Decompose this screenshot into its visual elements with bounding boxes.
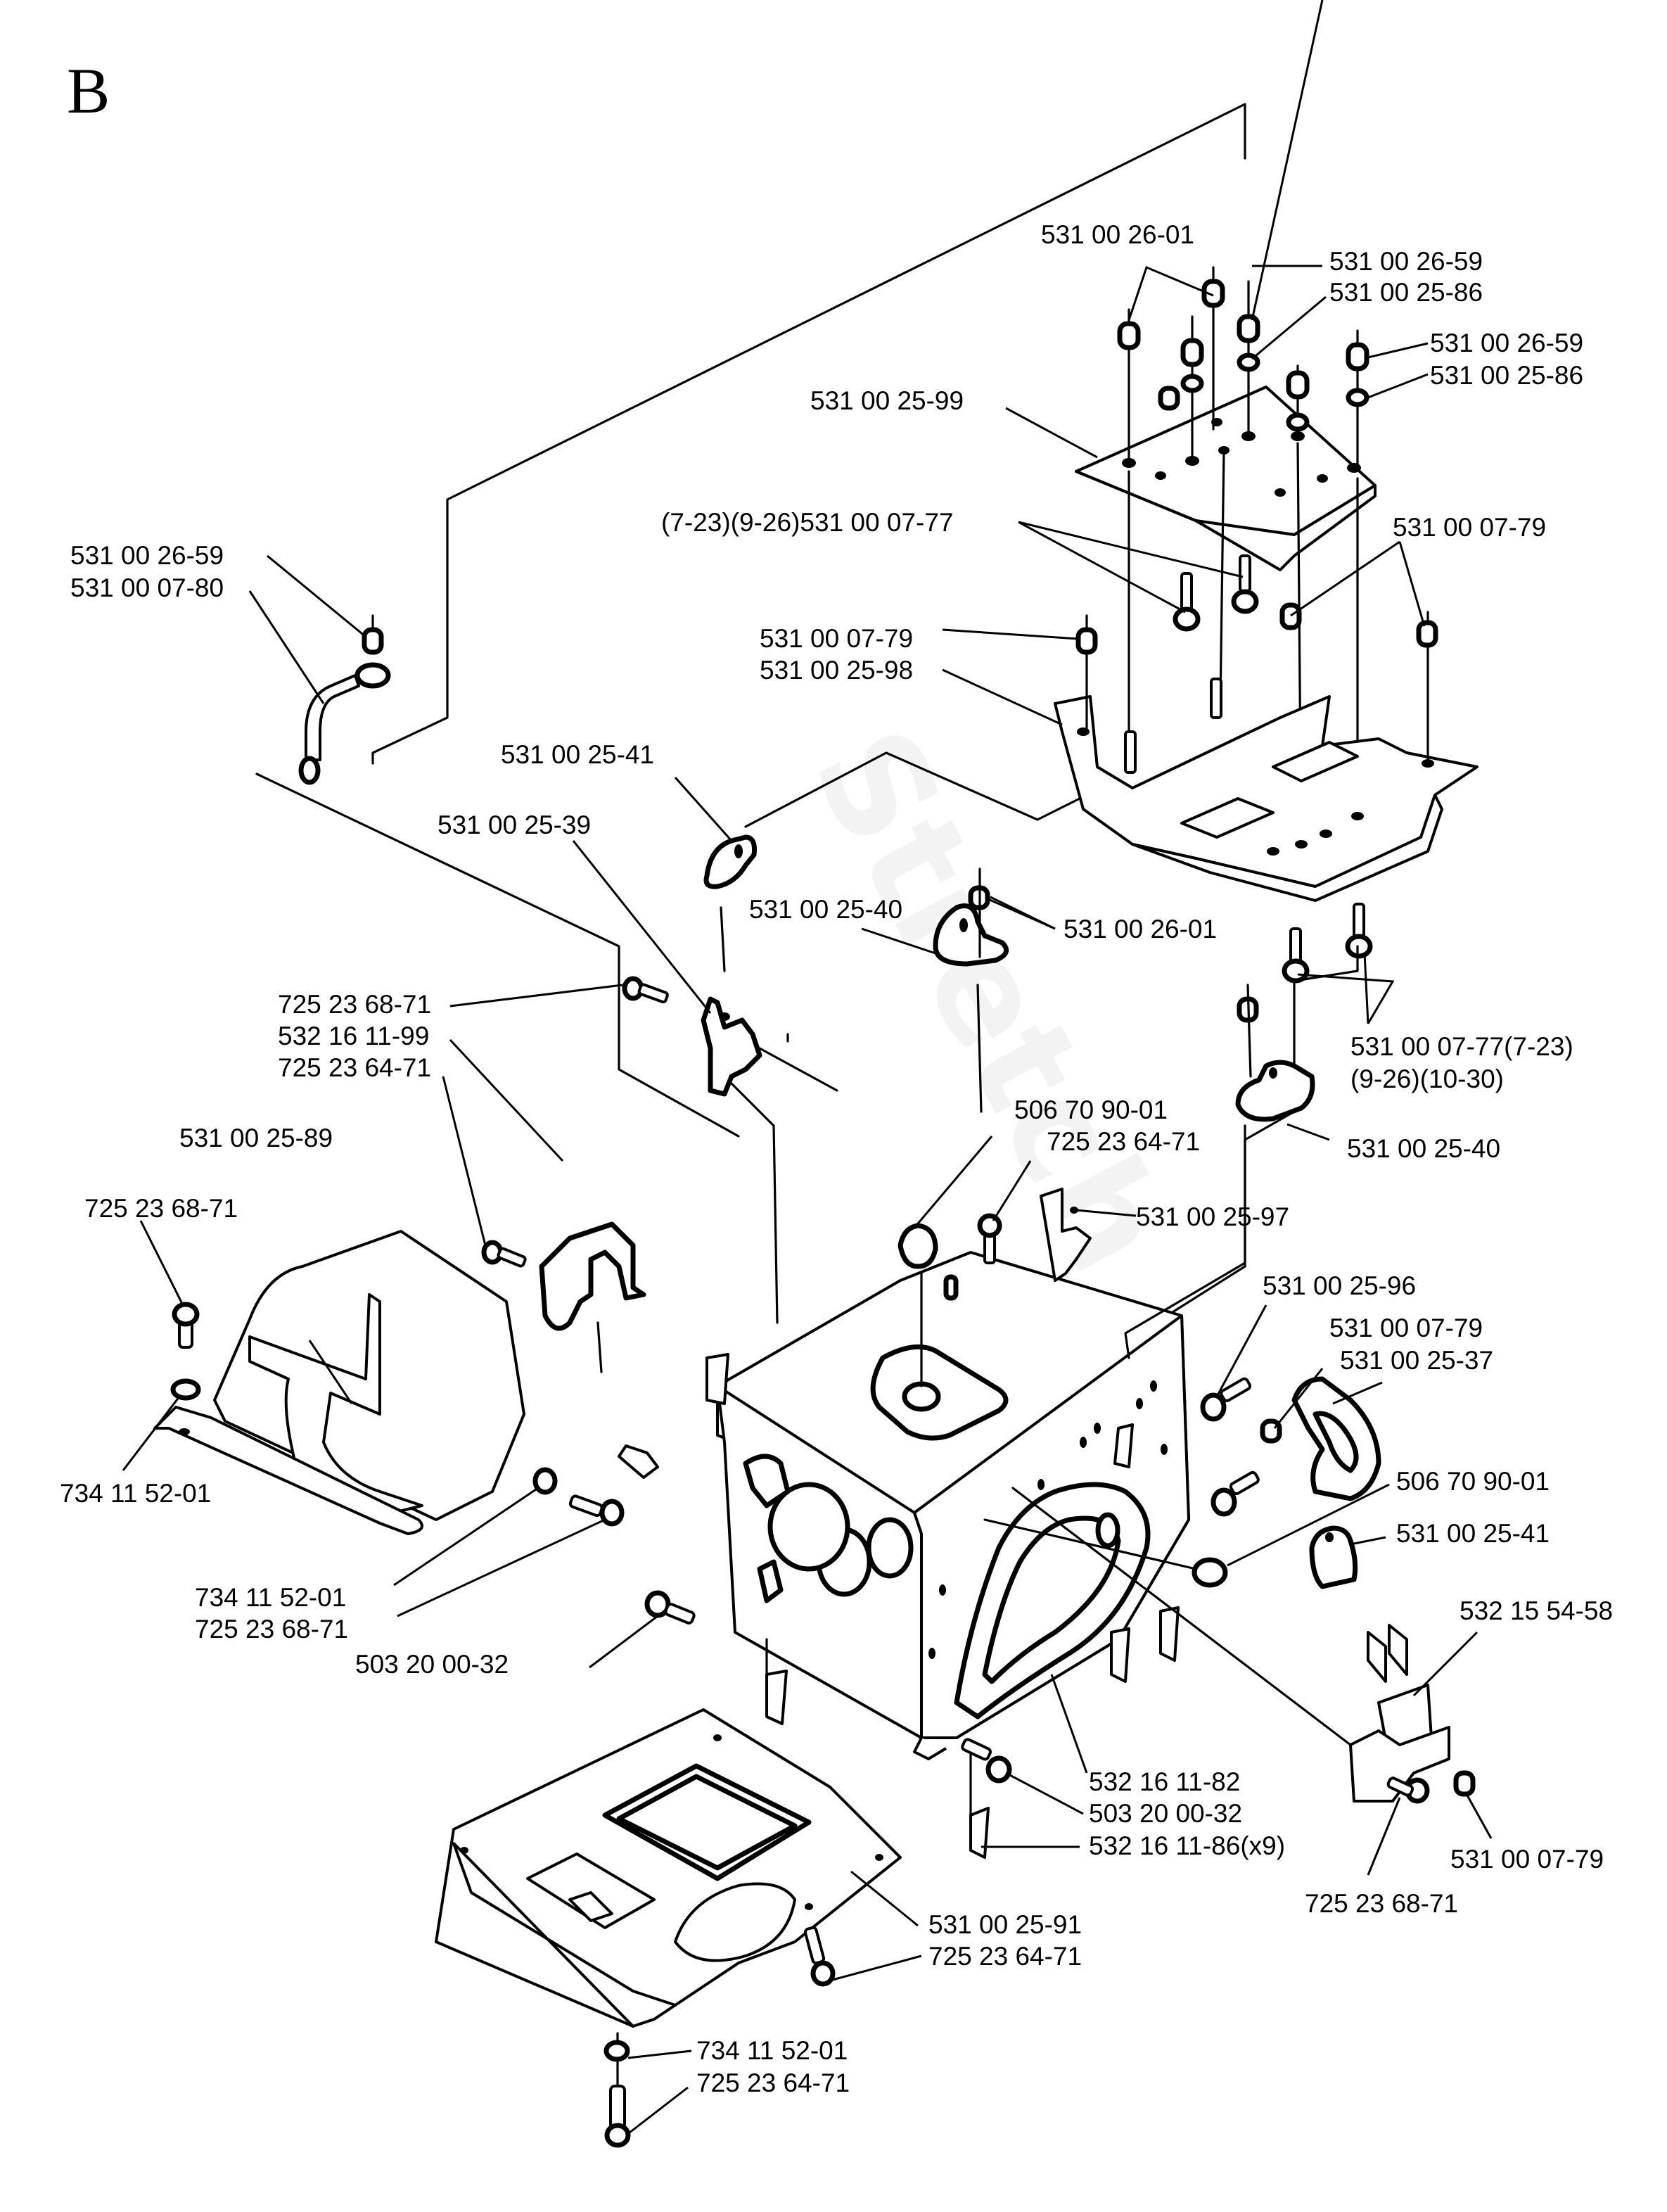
label-clip-97[interactable]: 531 00 25-97 — [1136, 1202, 1289, 1231]
main-frame[interactable] — [716, 1251, 1190, 1760]
label-left-nut[interactable]: 531 00 26-59 — [70, 541, 224, 570]
label-bolt-96[interactable]: 531 00 25-96 — [1263, 1271, 1416, 1300]
label-screw-777-lower-1[interactable]: 531 00 07-77(7-23) — [1350, 1032, 1573, 1061]
side-screw-icon — [532, 1467, 625, 1527]
leader-lines — [122, 0, 1493, 2137]
label-washer-cover2[interactable]: 734 11 52-01 — [195, 1583, 346, 1612]
bracket-16-11-99[interactable] — [481, 1221, 646, 1373]
label-screw-cover2[interactable]: 725 23 68-71 — [195, 1615, 348, 1644]
label-mount-37[interactable]: 531 00 25-37 — [1340, 1346, 1493, 1375]
clip-icon — [618, 1353, 1180, 1859]
engine-cover-25-89[interactable] — [153, 1230, 625, 1535]
mount-25-37[interactable] — [1200, 1376, 1381, 1517]
part-labels: 531 00 26-01 531 00 26-59 531 00 25-86 5… — [60, 220, 1613, 2097]
label-bracket-98[interactable]: 531 00 25-98 — [760, 656, 913, 685]
label-screw-777-lower-2[interactable]: (9-26)(10-30) — [1350, 1064, 1504, 1093]
label-nut-779-side[interactable]: 531 00 07-79 — [1329, 1314, 1483, 1342]
label-nut-a[interactable]: 531 00 26-59 — [1329, 247, 1483, 276]
label-mount-40-right[interactable]: 531 00 25-40 — [1347, 1134, 1500, 1163]
washer-icon — [1180, 352, 1369, 432]
label-top-nut-group[interactable]: 531 00 26-01 — [1041, 220, 1194, 249]
bracket-15-54-58[interactable] — [1011, 1487, 1476, 1804]
label-bottom-screw[interactable]: 725 23 64-71 — [928, 1942, 1082, 1971]
label-nut-779-left[interactable]: 531 00 07-79 — [760, 624, 913, 653]
bottom-fasteners — [603, 1926, 836, 2148]
label-top-plate[interactable]: 531 00 25-99 — [810, 386, 964, 415]
middle-fasteners — [1075, 554, 1438, 1352]
label-screw-777[interactable]: (7-23)(9-26)531 00 07-77 — [661, 508, 953, 537]
label-bracket-screw[interactable]: 725 23 68-71 — [278, 990, 431, 1019]
label-nut-779-right[interactable]: 531 00 07-79 — [1393, 513, 1546, 542]
mount-25-40-right[interactable] — [1235, 984, 1315, 1122]
mount-25-41-right[interactable] — [1309, 1525, 1358, 1589]
screw-icon — [481, 1240, 527, 1268]
bolt-icon — [1200, 1377, 1260, 1517]
cable-routing-lines — [255, 103, 1246, 1138]
mount-25-41[interactable] — [703, 834, 757, 972]
left-rod[interactable] — [298, 614, 391, 785]
clip-25-97[interactable] — [1040, 1124, 1246, 1359]
label-screw-6871-bottom[interactable]: 725 23 68-71 — [1305, 1889, 1458, 1918]
screw-icon — [1386, 1776, 1430, 1804]
bolt-5032-left[interactable] — [644, 1590, 696, 1625]
label-mount-41-right[interactable]: 531 00 25-41 — [1396, 1519, 1550, 1548]
label-cover-screw[interactable]: 725 23 68-71 — [84, 1194, 238, 1223]
mount-25-40[interactable] — [933, 867, 1009, 1113]
label-bottom-plate[interactable]: 531 00 25-91 — [928, 1910, 1082, 1939]
middle-bracket[interactable] — [1054, 695, 1478, 902]
bolt-5032-right[interactable] — [961, 1738, 1012, 1784]
label-mount-39[interactable]: 531 00 25-39 — [437, 811, 591, 839]
screw-icon — [622, 976, 669, 1004]
label-bolt-5032-left[interactable]: 503 20 00-32 — [355, 1650, 509, 1679]
bottom-plate[interactable] — [435, 1708, 902, 2028]
label-mount-40-mid[interactable]: 531 00 25-40 — [749, 895, 902, 924]
label-frame-82[interactable]: 532 16 11-82 — [1089, 1767, 1240, 1796]
screw-icon — [1124, 554, 1373, 984]
label-mount-41[interactable]: 531 00 25-41 — [501, 740, 654, 769]
section-letter: B — [67, 55, 110, 127]
label-nut-779-bottom[interactable]: 531 00 07-79 — [1450, 1845, 1604, 1874]
label-bracket-5458[interactable]: 532 15 54-58 — [1460, 1596, 1613, 1625]
label-nut-b[interactable]: 531 00 26-59 — [1430, 329, 1583, 357]
label-screw-6471-mid[interactable]: 725 23 64-71 — [1047, 1127, 1200, 1156]
bracket-25-39[interactable] — [622, 976, 838, 1324]
label-nut-2601-mid[interactable]: 531 00 26-01 — [1064, 915, 1217, 943]
label-plug-right[interactable]: 506 70 90-01 — [1396, 1467, 1550, 1496]
top-fasteners — [1117, 266, 1369, 846]
label-cover-89[interactable]: 531 00 25-89 — [179, 1124, 333, 1152]
label-bottom-washer[interactable]: 734 11 52-01 — [696, 2036, 848, 2065]
label-bracket-screw2[interactable]: 725 23 64-71 — [278, 1053, 431, 1082]
label-bracket-99[interactable]: 532 16 11-99 — [278, 1022, 429, 1050]
plug-506-70[interactable] — [898, 1213, 1002, 1387]
label-plug-5067[interactable]: 506 70 90-01 — [1014, 1095, 1168, 1124]
plug-right[interactable] — [983, 1518, 1228, 1588]
label-clip-86[interactable]: 532 16 11-86(x9) — [1089, 1831, 1285, 1860]
screw-icon — [170, 1302, 201, 1401]
top-plate[interactable] — [1075, 386, 1377, 571]
label-washer-b[interactable]: 531 00 25-86 — [1430, 361, 1583, 390]
label-washer-a[interactable]: 531 00 25-86 — [1329, 278, 1483, 307]
label-bottom-screw2[interactable]: 725 23 64-71 — [696, 2068, 850, 2097]
label-left-rod[interactable]: 531 00 07-80 — [70, 573, 224, 602]
label-bolt-5032-right[interactable]: 503 20 00-32 — [1089, 1799, 1242, 1828]
nut-icon — [1117, 279, 1369, 411]
label-washer-cover[interactable]: 734 11 52-01 — [60, 1479, 211, 1508]
